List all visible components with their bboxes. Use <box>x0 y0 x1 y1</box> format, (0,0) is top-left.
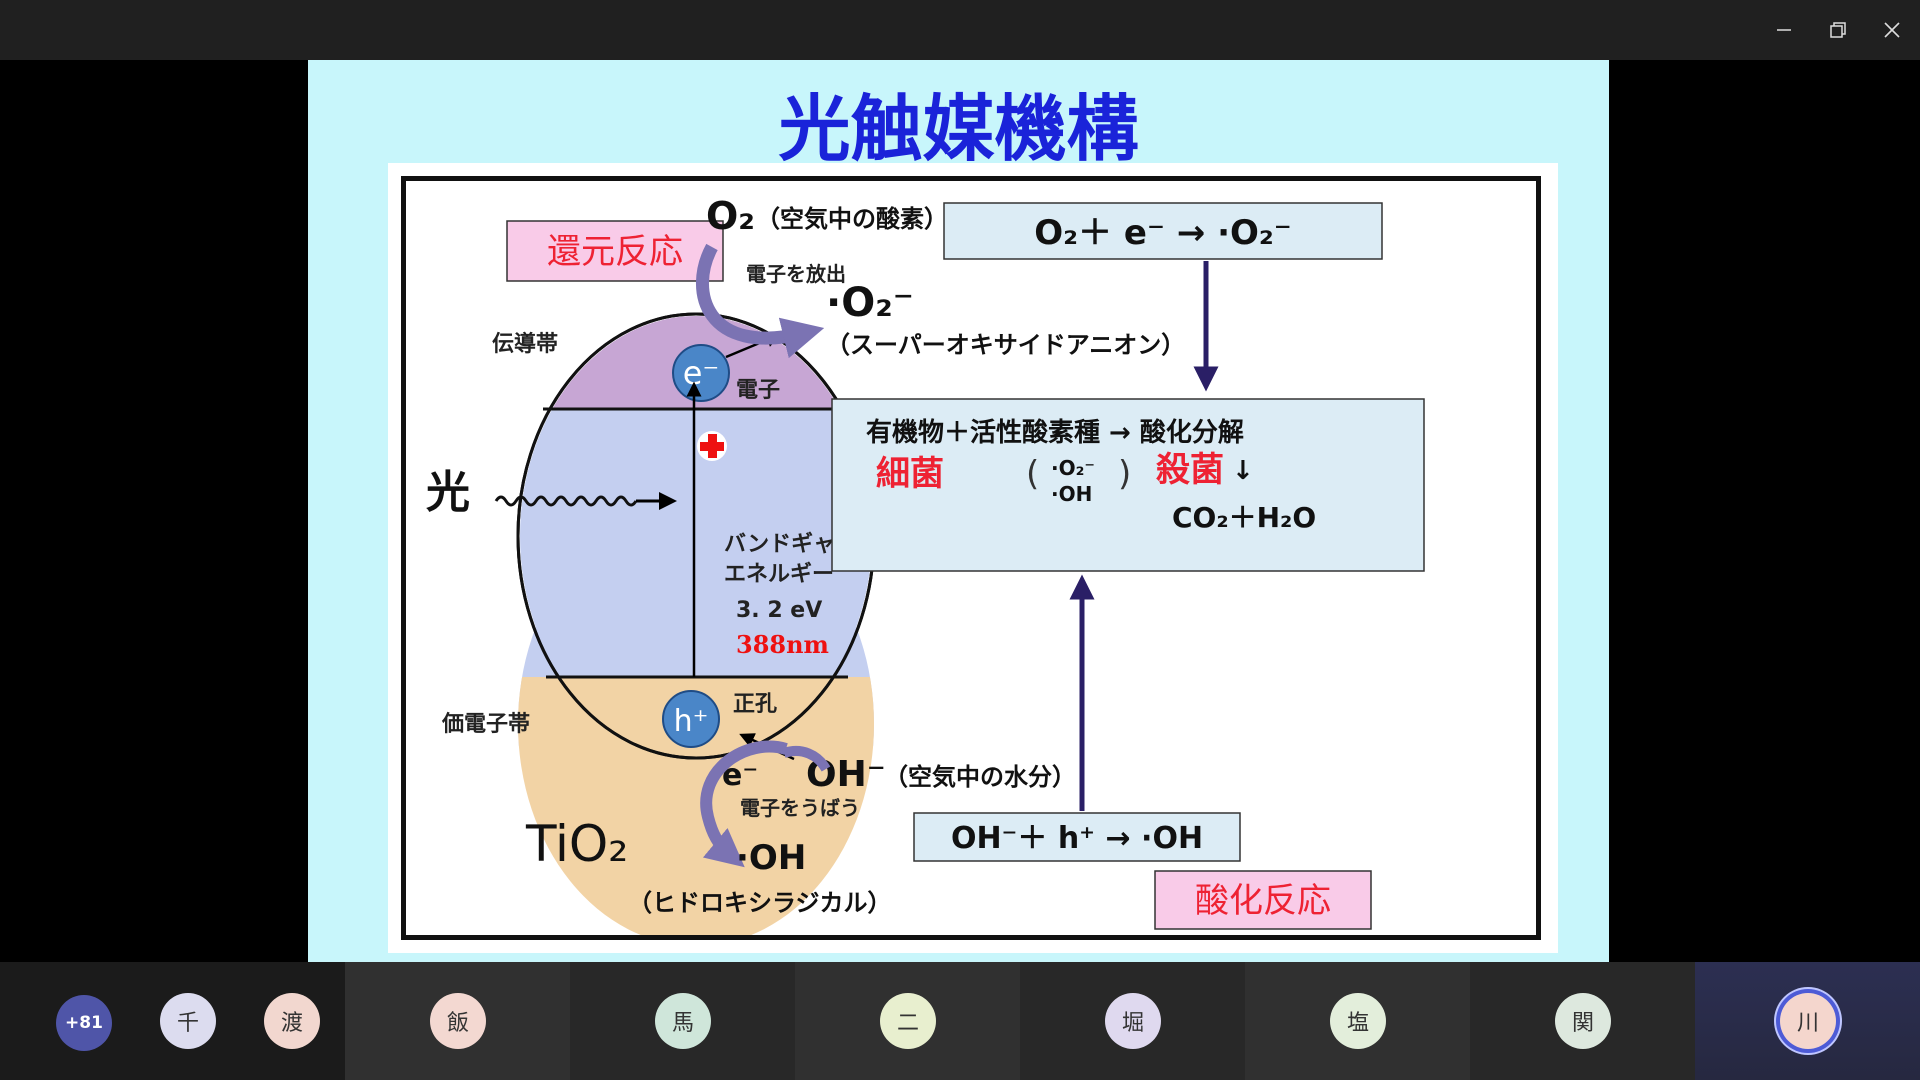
ros-hydroxyl: ·OH <box>1051 482 1092 506</box>
valence-band-label: 価電子帯 <box>441 711 530 737</box>
oxidation-label: 酸化反応 <box>1195 881 1331 921</box>
reduction-label: 還元反応 <box>547 232 683 272</box>
restore-icon <box>1830 22 1846 38</box>
decomposition-box <box>831 398 1425 572</box>
emit-electron-label: 電子を放出 <box>746 262 846 286</box>
participant-avatar: 塩 <box>1330 993 1386 1049</box>
bandgap-line2: エネルギー <box>724 562 834 587</box>
hole-circle <box>662 690 720 748</box>
ros-superoxide: ·O₂⁻ <box>1051 456 1095 480</box>
oxidation-box <box>1154 870 1372 930</box>
reduction-box <box>506 220 724 282</box>
electron-symbol: e⁻ <box>683 354 720 392</box>
oh-radical-label: ·OH <box>736 838 806 878</box>
tio2-label: TiO₂ <box>525 815 628 873</box>
steal-electron-label: 電子をうばう <box>740 796 860 820</box>
participant-avatar: 飯 <box>430 993 486 1049</box>
slide: 光触媒機構 <box>308 60 1609 962</box>
o2-curve-arrow <box>695 243 825 359</box>
active-participant-tile[interactable]: 川 <box>1695 962 1920 1080</box>
superoxide-name: （スーパーオキサイドアニオン） <box>826 331 1185 359</box>
sterilize-label: 殺菌 <box>1156 450 1224 490</box>
figure-frame: 還元反応 酸化反応 <box>388 163 1558 953</box>
hole-label: 正孔 <box>733 692 777 717</box>
bracket-right: ) <box>1118 454 1131 494</box>
participant-tile[interactable]: 馬 <box>570 962 795 1080</box>
sterilize-arrow: ↓ <box>1232 456 1254 486</box>
participant-avatar-active: 川 <box>1780 993 1836 1049</box>
close-icon <box>1884 22 1900 38</box>
bacteria-label: 細菌 <box>876 454 944 494</box>
close-button[interactable] <box>1872 10 1912 50</box>
products-label: CO₂＋H₂O <box>1172 501 1316 534</box>
more-participants-button[interactable]: +81 <box>56 995 112 1051</box>
participant-avatar: 関 <box>1555 993 1611 1049</box>
superoxide-label: ·O₂⁻ <box>826 280 914 326</box>
oh-note: （空気中の水分） <box>884 763 1076 791</box>
eq-top: O₂＋ e⁻ → ·O₂⁻ <box>1034 213 1291 253</box>
eq-top-box <box>943 202 1383 260</box>
eq-bottom-box <box>913 812 1241 862</box>
participant-group-tile: +81 千 渡 <box>0 962 345 1080</box>
participant-avatar: 馬 <box>655 993 711 1049</box>
o2-note: （空気中の酸素） <box>756 205 948 233</box>
participant-avatar[interactable]: 渡 <box>264 993 320 1049</box>
pointer-marker-icon <box>697 431 727 461</box>
participant-avatar[interactable]: 千 <box>160 993 216 1049</box>
slide-title: 光触媒機構 <box>778 87 1139 171</box>
electron-label: 電子 <box>736 378 780 403</box>
restore-button[interactable] <box>1818 10 1858 50</box>
oh-radical-name: （ヒドロキシラジカル） <box>628 889 892 917</box>
light-label: 光 <box>426 467 470 518</box>
participant-tile[interactable]: 飯 <box>345 962 570 1080</box>
o2-label: O₂ <box>706 194 755 238</box>
wavelength-label: 388nm <box>736 630 829 659</box>
participant-avatar: 堀 <box>1105 993 1161 1049</box>
participant-tile[interactable]: 塩 <box>1245 962 1470 1080</box>
hole-symbol: h⁺ <box>674 704 709 739</box>
bandgap-value: 3. 2 eV <box>736 598 822 623</box>
eq-bottom: OH⁻＋ h⁺ → ·OH <box>951 821 1203 856</box>
light-wave-icon <box>494 495 638 507</box>
participant-bar: +81 千 渡 飯 馬 二 堀 塩 関 川 <box>0 962 1920 1080</box>
shared-screen: 光触媒機構 <box>0 60 1920 962</box>
participant-avatar: 二 <box>880 993 936 1049</box>
conduction-band-label: 伝導帯 <box>492 331 558 357</box>
minimize-icon <box>1777 29 1791 31</box>
participant-tile[interactable]: 関 <box>1470 962 1695 1080</box>
minimize-button[interactable] <box>1764 10 1804 50</box>
oh-curve-arrow <box>700 740 788 868</box>
decomposition-line1: 有機物＋活性酸素種 → 酸化分解 <box>866 418 1244 448</box>
photocatalyst-diagram: 還元反応 酸化反応 <box>401 176 1541 946</box>
window-title-bar <box>0 0 1920 60</box>
participant-tile[interactable]: 二 <box>795 962 1020 1080</box>
bracket-left: ( <box>1026 454 1039 494</box>
participant-tile[interactable]: 堀 <box>1020 962 1245 1080</box>
